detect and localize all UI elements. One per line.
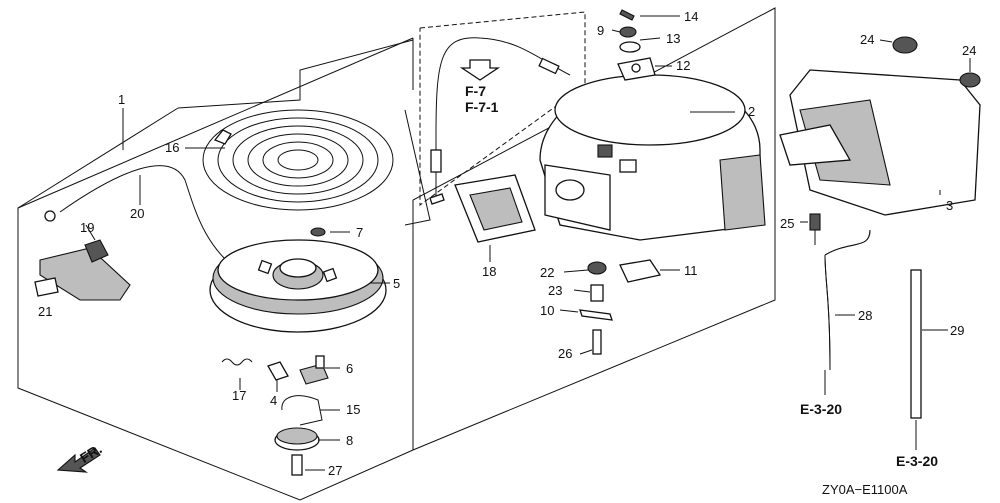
callout-2: 2	[748, 104, 755, 119]
callout-24-left: 24	[860, 32, 874, 47]
callout-5: 5	[393, 276, 400, 291]
small-parts-left	[221, 227, 329, 476]
callout-14: 14	[684, 9, 698, 24]
reel	[209, 239, 387, 333]
cable-group	[419, 11, 586, 206]
callout-11: 11	[684, 263, 698, 278]
callout-20: 20	[130, 206, 144, 221]
callout-1: 1	[118, 92, 125, 107]
callout-17: 17	[232, 388, 246, 403]
reference-labels: F-7 F-7-1 E-3-20 E-3-20	[465, 83, 938, 469]
callout-24-right: 24	[962, 43, 976, 58]
ref-f7-1: F-7-1	[465, 99, 499, 115]
reference-arrow	[459, 59, 501, 81]
recoil-spring	[202, 109, 394, 211]
front-arrow-icon	[56, 447, 101, 473]
callout-28: 28	[858, 308, 872, 323]
callout-labels: 1 2 3 4 5 6 7 8 9 10 11 12 13 14 15 16 1…	[38, 9, 976, 478]
callout-3: 3	[946, 198, 953, 213]
callout-8: 8	[346, 433, 353, 448]
callout-19: 19	[80, 220, 94, 235]
diagram-code: ZY0A−E1100A	[822, 482, 908, 497]
callout-9: 9	[597, 23, 604, 38]
small-parts-top	[617, 9, 656, 81]
callout-10: 10	[540, 303, 554, 318]
callout-7: 7	[356, 225, 363, 240]
ref-e3-20-b: E-3-20	[896, 453, 938, 469]
cover	[779, 36, 981, 216]
callout-29: 29	[950, 323, 964, 338]
leader-lines	[85, 15, 971, 471]
rope-handle	[34, 239, 131, 301]
callout-23: 23	[548, 283, 562, 298]
grommet	[454, 174, 536, 243]
callout-21: 21	[38, 304, 52, 319]
bracket-parts	[579, 259, 662, 355]
hoses	[809, 213, 922, 419]
ref-e3-20-a: E-3-20	[800, 401, 842, 417]
callout-15: 15	[346, 402, 360, 417]
callout-16: 16	[165, 140, 179, 155]
ref-f7: F-7	[465, 83, 486, 99]
callout-22: 22	[540, 265, 554, 280]
callout-27: 27	[328, 463, 342, 478]
callout-18: 18	[482, 264, 496, 279]
callout-12: 12	[676, 58, 690, 73]
assembly-outline	[17, 7, 776, 501]
callout-6: 6	[346, 361, 353, 376]
starter-rope	[44, 165, 246, 276]
callout-4: 4	[270, 393, 277, 408]
callout-25: 25	[780, 216, 794, 231]
callout-26: 26	[558, 346, 572, 361]
callout-13: 13	[666, 31, 680, 46]
starter-case	[539, 74, 766, 241]
